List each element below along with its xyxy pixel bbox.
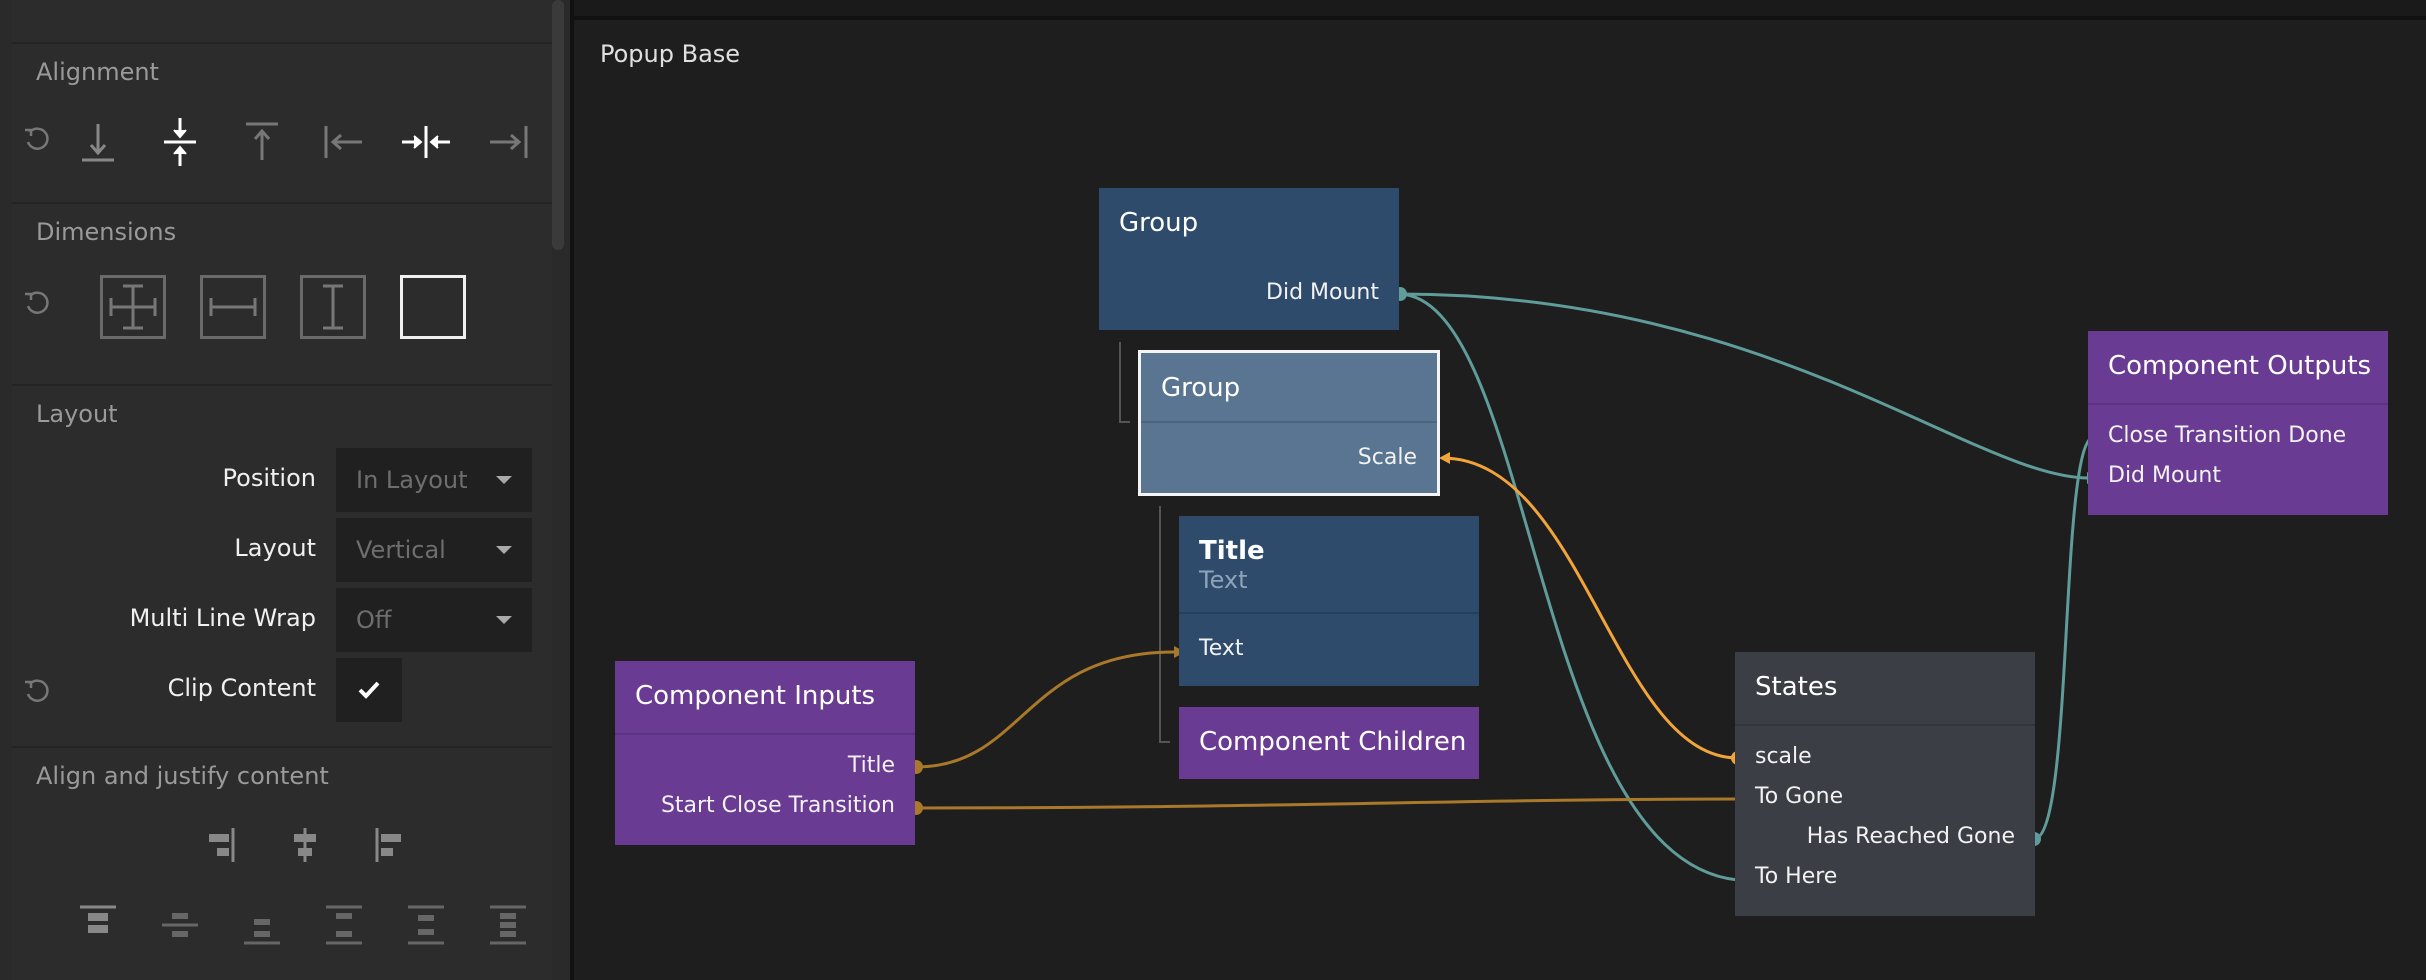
- size-both-icon[interactable]: [100, 275, 166, 339]
- port-did-mount[interactable]: Did Mount: [2108, 463, 2221, 488]
- dimensions-section-title: Dimensions: [36, 218, 177, 246]
- reset-icon[interactable]: [20, 122, 54, 156]
- port-to-here[interactable]: To Here: [1755, 864, 1838, 889]
- divider: [12, 202, 552, 204]
- divider: [12, 746, 552, 748]
- connection-wires: [909, 287, 2099, 886]
- align-left-icon[interactable]: [314, 112, 374, 172]
- node-title: Title: [1199, 536, 1265, 566]
- component-children-node[interactable]: Component Children: [1179, 707, 1479, 779]
- position-dropdown[interactable]: In Layout: [336, 448, 532, 512]
- group-node[interactable]: Group Did Mount: [1099, 188, 1399, 330]
- reset-icon[interactable]: [20, 286, 54, 320]
- divider: [12, 42, 552, 44]
- justify-end-icon[interactable]: [190, 815, 250, 875]
- wire-gone-closedone: [2033, 435, 2095, 841]
- hierarchy-line: [1119, 342, 1130, 423]
- node-title: Group: [1119, 208, 1199, 238]
- node-divider: [1179, 612, 1479, 614]
- clip-content-label: Clip Content: [167, 674, 316, 702]
- wire-scale: [1441, 456, 1739, 760]
- position-label: Position: [222, 464, 316, 492]
- position-value: In Layout: [356, 466, 468, 494]
- divider: [12, 384, 552, 386]
- port-title[interactable]: Title: [847, 753, 895, 778]
- wrap-dropdown[interactable]: Off: [336, 588, 532, 652]
- port-has-reached-gone[interactable]: Has Reached Gone: [1806, 824, 2015, 849]
- justify-start-icon[interactable]: [360, 815, 420, 875]
- node-divider: [615, 733, 915, 735]
- checkmark-icon: [358, 681, 380, 699]
- align-top-icon[interactable]: [232, 112, 292, 172]
- layout-value: Vertical: [356, 536, 446, 564]
- node-graph-canvas[interactable]: Popup Base Group Did Mount G: [574, 0, 2426, 980]
- layout-label: Layout: [234, 534, 316, 562]
- group-node-selected[interactable]: Group Scale: [1138, 350, 1440, 496]
- node-subtitle: Text: [1199, 566, 1248, 594]
- size-fixed-icon[interactable]: [400, 275, 466, 339]
- node-title: Component Outputs: [2108, 351, 2372, 381]
- node-divider: [1735, 724, 2035, 726]
- component-inputs-node[interactable]: Component Inputs Title Start Close Trans…: [615, 661, 915, 845]
- content-bottom-icon[interactable]: [232, 895, 292, 955]
- text-node[interactable]: Title Text Text: [1179, 516, 1479, 686]
- node-title: Group: [1161, 373, 1241, 403]
- clip-content-checkbox[interactable]: [336, 658, 402, 722]
- node-divider: [2088, 403, 2388, 405]
- justify-center-icon[interactable]: [275, 815, 335, 875]
- port-scale[interactable]: scale: [1755, 744, 1812, 769]
- wire-didmount-output: [1399, 292, 2090, 480]
- wire-title-text: [915, 650, 1175, 769]
- content-center-icon[interactable]: [150, 895, 210, 955]
- chevron-down-icon: [496, 476, 512, 484]
- wire-didmount-tohere: [1399, 292, 1739, 882]
- content-top-icon[interactable]: [68, 895, 128, 955]
- wire-close-togone: [915, 797, 1739, 810]
- port-start-close-transition[interactable]: Start Close Transition: [660, 793, 895, 818]
- states-node[interactable]: States scale To Gone Has Reached Gone To…: [1735, 652, 2035, 916]
- port-to-gone[interactable]: To Gone: [1755, 784, 1844, 809]
- chevron-down-icon: [496, 616, 512, 624]
- hierarchy-line: [1159, 506, 1170, 743]
- alignment-section-title: Alignment: [36, 58, 159, 86]
- align-right-icon[interactable]: [478, 112, 538, 172]
- align-justify-section-title: Align and justify content: [36, 762, 329, 790]
- wrap-label: Multi Line Wrap: [129, 604, 316, 632]
- align-vertical-center-icon[interactable]: [150, 112, 210, 172]
- node-title: Component Children: [1199, 727, 1467, 757]
- node-title: States: [1755, 672, 1838, 702]
- content-space-around-icon[interactable]: [396, 895, 456, 955]
- layout-section-title: Layout: [36, 400, 118, 428]
- content-stretch-icon[interactable]: [478, 895, 538, 955]
- panel-scrollbar[interactable]: [552, 0, 564, 250]
- component-outputs-node[interactable]: Component Outputs Close Transition Done …: [2088, 331, 2388, 515]
- canvas-title: Popup Base: [600, 40, 741, 68]
- canvas-topbar: [574, 0, 2426, 20]
- wrap-value: Off: [356, 606, 392, 634]
- size-height-icon[interactable]: [300, 275, 366, 339]
- size-width-icon[interactable]: [200, 275, 266, 339]
- property-panel: Alignment Dimensions Layout Position: [0, 0, 574, 980]
- port-did-mount[interactable]: Did Mount: [1266, 280, 1379, 305]
- chevron-down-icon: [496, 546, 512, 554]
- wire-arrow: [1439, 452, 1450, 464]
- port-text[interactable]: Text: [1199, 636, 1244, 661]
- node-title: Component Inputs: [635, 681, 876, 711]
- node-divider: [1141, 421, 1437, 423]
- align-horizontal-center-icon[interactable]: [396, 112, 456, 172]
- align-bottom-icon[interactable]: [68, 112, 128, 172]
- reset-icon[interactable]: [20, 674, 54, 708]
- layout-dropdown[interactable]: Vertical: [336, 518, 532, 582]
- port-close-transition-done[interactable]: Close Transition Done: [2108, 423, 2347, 448]
- content-space-between-icon[interactable]: [314, 895, 374, 955]
- port-scale[interactable]: Scale: [1357, 445, 1417, 470]
